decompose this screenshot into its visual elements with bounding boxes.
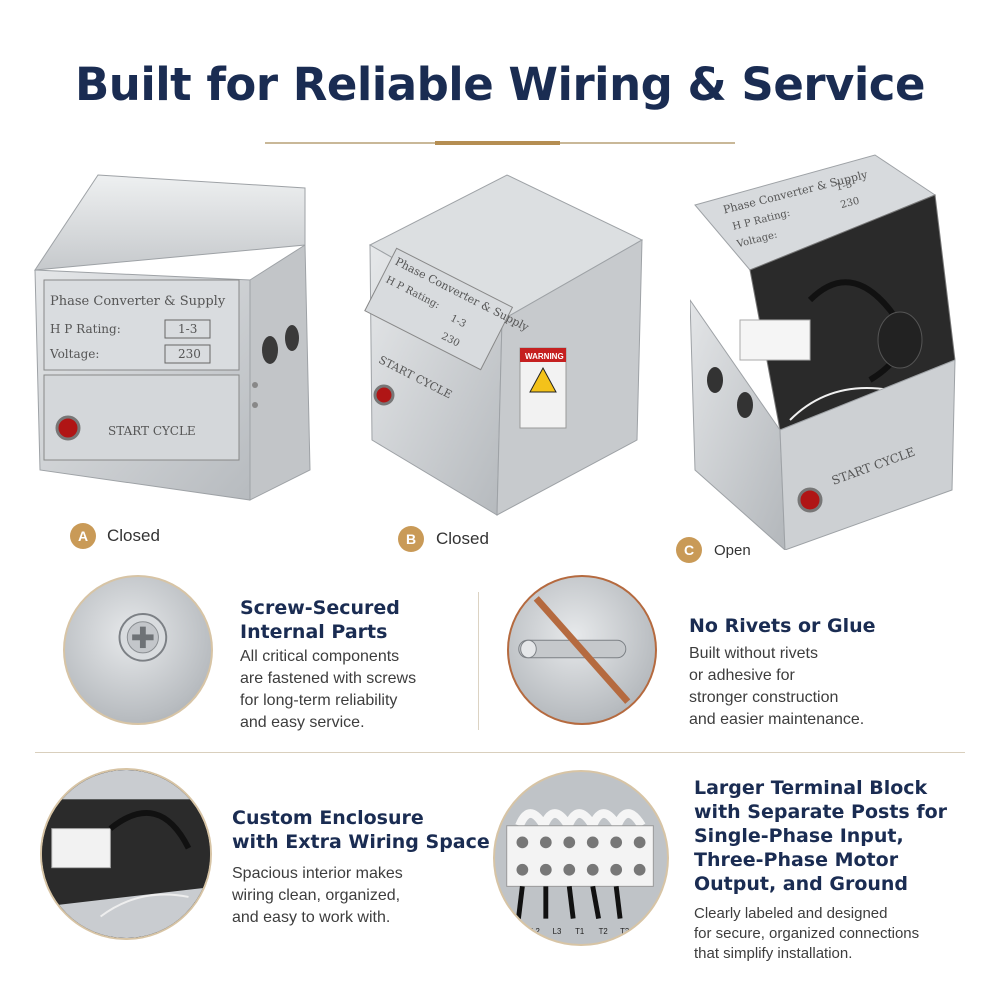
terminal-label-gnd: GND — [640, 927, 658, 936]
variant-c-badge: C — [676, 537, 702, 563]
plate-title-a: Phase Converter & Supply — [50, 294, 226, 309]
feature-screws-body: All critical components are fastened wit… — [240, 648, 417, 731]
warning-label — [520, 348, 566, 362]
feature-terminal-title: Larger Terminal Block with Separate Post… — [694, 777, 948, 895]
variant-a-badge: A — [70, 523, 96, 549]
hp-label-a: H P Rating: — [50, 322, 121, 336]
variant-b-badge: B — [398, 526, 424, 552]
feature-rivets-body: Built without rivets or adhesive for str… — [689, 645, 865, 728]
terminal-label-t1: T1 — [575, 927, 584, 936]
terminal-label-l2: L2 — [531, 927, 540, 936]
terminal-block-image: L1 L2 L3 T1 T2 T3 GND — [493, 770, 669, 946]
terminal-label-t2: T2 — [599, 927, 608, 936]
prohibited-icon — [533, 596, 631, 704]
indicator-light-b — [373, 384, 395, 406]
feature-screws-title: Screw-Secured Internal Parts — [240, 597, 400, 643]
hp-value-c: 1-3 — [835, 179, 853, 194]
page-title: Built for Reliable Wiring & Service — [74, 58, 926, 111]
variant-a-caption: Closed — [107, 526, 160, 545]
warning-text: WARNING — [525, 352, 564, 361]
start-cycle-a: START CYCLE — [108, 424, 196, 438]
voltage-value-c: 230 — [839, 196, 860, 211]
voltage-label-a: Voltage: — [49, 347, 99, 361]
terminal-label-t3: T3 — [620, 927, 629, 936]
feature-divider-vertical — [478, 592, 479, 730]
hp-value-a: 1-3 — [178, 322, 197, 336]
feature-divider-horizontal — [35, 752, 965, 753]
feature-terminal-body: Clearly labeled and designed for secure,… — [694, 905, 920, 962]
screw-closeup-image — [63, 575, 213, 725]
voltage-value-a: 230 — [178, 347, 201, 361]
terminal-label-l3: L3 — [553, 927, 562, 936]
indicator-light-c — [797, 487, 823, 513]
converter-box-b: Phase Converter & Supply H P Rating: 1-3… — [362, 170, 647, 520]
enclosure-interior-image — [40, 768, 212, 940]
variant-c-caption: Open — [714, 542, 751, 559]
converter-box-a: Phase Converter & Supply H P Rating: 1-3… — [30, 170, 320, 510]
title-divider — [265, 141, 735, 145]
feature-rivets-title: No Rivets or Glue — [689, 615, 876, 637]
converter-box-c: Phase Converter & Supply H P Rating: 1-3… — [689, 150, 970, 552]
feature-enclosure-title: Custom Enclosure with Extra Wiring Space — [232, 807, 490, 853]
variant-b-caption: Closed — [436, 529, 489, 548]
no-rivet-image — [507, 575, 657, 725]
indicator-light-a — [55, 415, 81, 441]
terminal-label-l1: L1 — [510, 927, 519, 936]
feature-enclosure-body: Spacious interior makes wiring clean, or… — [232, 865, 403, 926]
